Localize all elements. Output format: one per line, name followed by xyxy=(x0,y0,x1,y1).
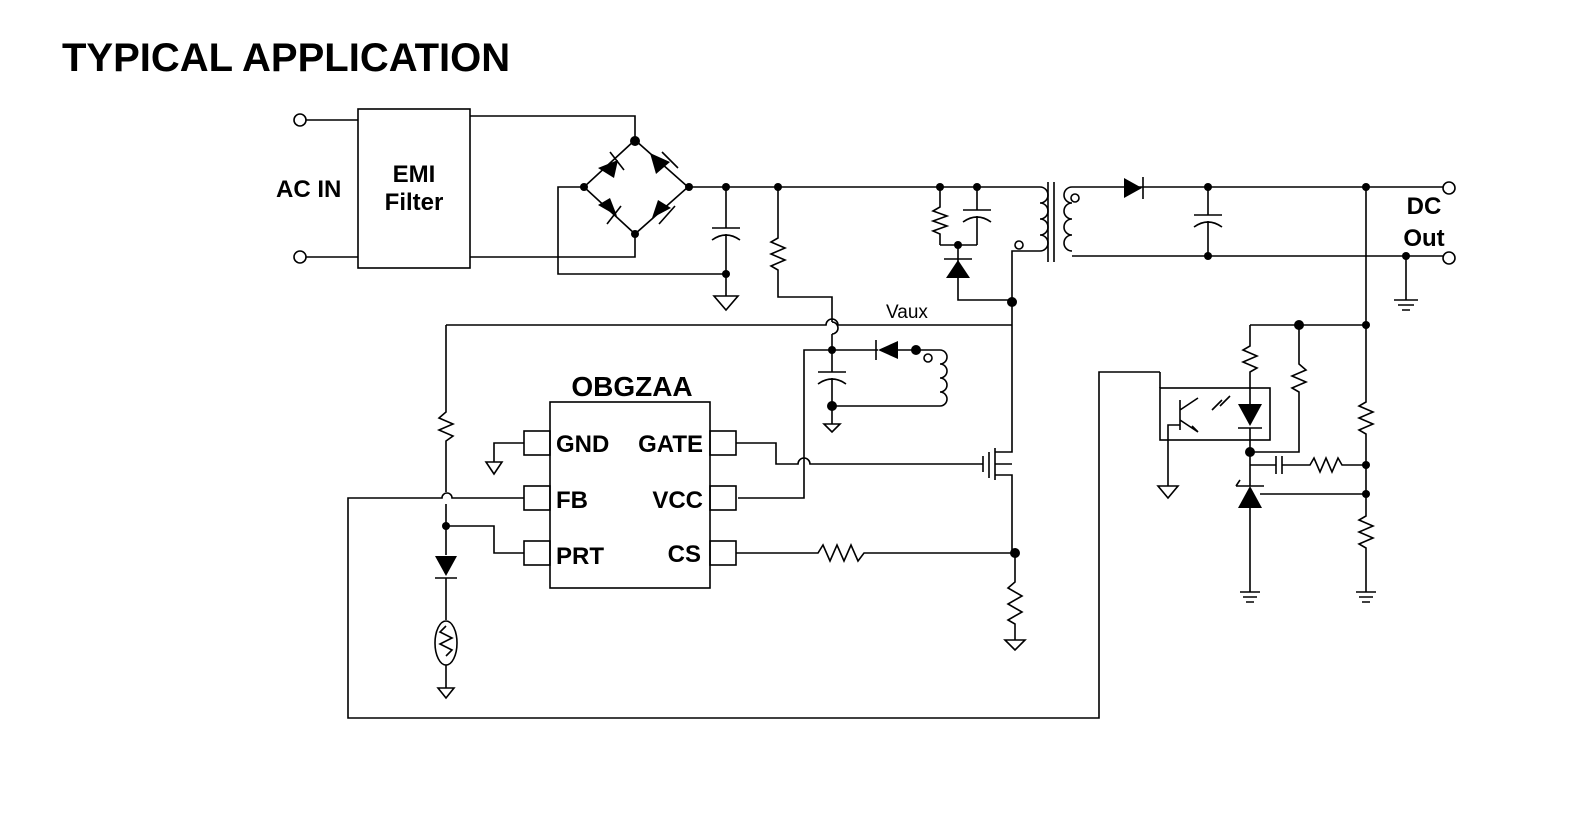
pin-gnd-label: GND xyxy=(556,431,609,458)
pin-cs-label: CS xyxy=(668,541,701,568)
pin-fb-label: FB xyxy=(556,487,588,514)
bridge-rectifier xyxy=(557,136,726,275)
prt-network xyxy=(434,318,1012,700)
pin-gate-label: GATE xyxy=(638,431,703,458)
dc-out-label-line1: DC xyxy=(1407,193,1442,220)
output-rectifier: DC Out xyxy=(1124,177,1456,311)
ic-name: OBGZAA xyxy=(571,371,692,402)
rcd-snubber xyxy=(930,187,1012,301)
vaux-winding: Vaux xyxy=(738,302,948,499)
feedback-network xyxy=(1156,187,1376,603)
pin-vcc-label: VCC xyxy=(652,487,703,514)
transformer xyxy=(1011,182,1410,302)
hv-bus xyxy=(689,183,1040,312)
controller-ic: OBGZAA GND FB PRT GATE VCC CS xyxy=(347,371,1160,719)
emi-label-line1: EMI xyxy=(393,161,436,188)
emi-filter: EMI Filter xyxy=(357,108,636,269)
ac-in-label: AC IN xyxy=(276,176,341,203)
emi-label-line2: Filter xyxy=(385,189,444,216)
pin-prt-label: PRT xyxy=(556,543,604,570)
page-title: TYPICAL APPLICATION xyxy=(62,36,511,80)
ac-input: AC IN xyxy=(276,113,358,264)
dc-out-label-line2: Out xyxy=(1403,225,1444,252)
power-mosfet xyxy=(948,297,1027,652)
vaux-label: Vaux xyxy=(886,302,928,323)
